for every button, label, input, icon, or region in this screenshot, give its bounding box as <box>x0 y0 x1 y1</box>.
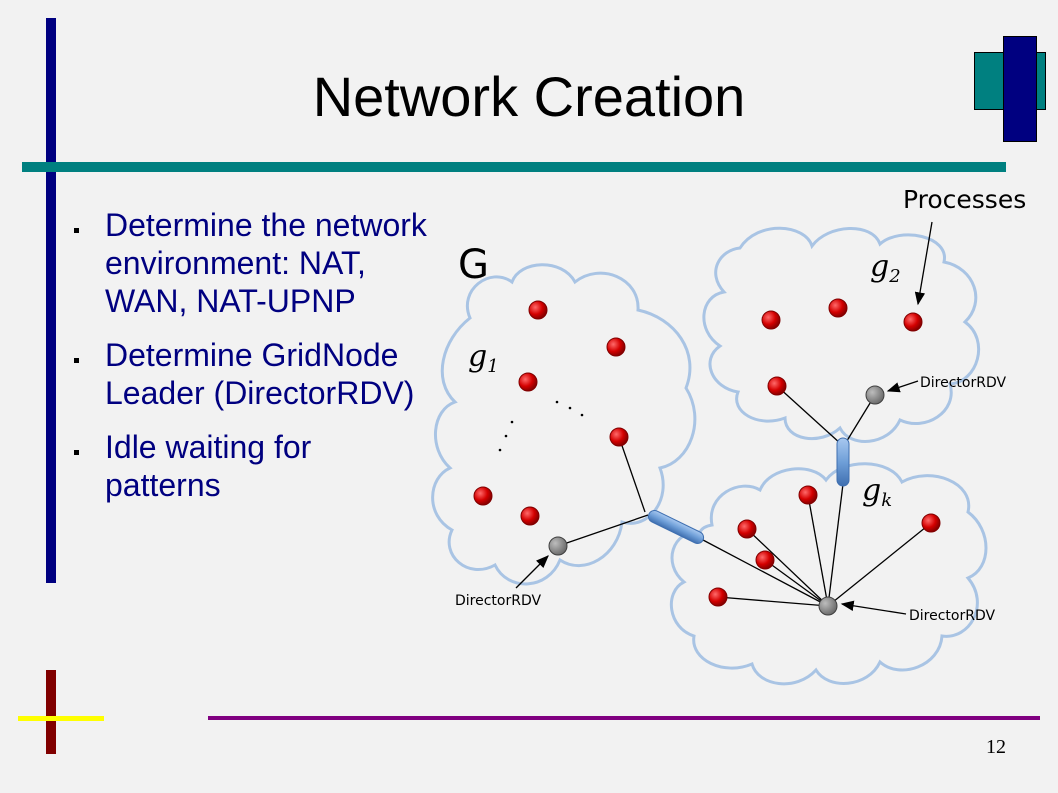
process-node <box>761 310 781 330</box>
process-node <box>520 506 540 526</box>
process-node <box>518 372 538 392</box>
director-arrow-g2 <box>886 380 919 393</box>
left-accent-bar <box>46 18 56 583</box>
bullet-square-icon <box>74 358 79 363</box>
process-node <box>606 337 626 357</box>
slide-title: Network Creation <box>312 65 746 128</box>
edge <box>618 436 646 513</box>
process-node <box>903 312 923 332</box>
bullet-square-icon <box>74 450 79 455</box>
processes-arrow <box>914 221 933 306</box>
process-node <box>737 519 757 539</box>
page-number: 12 <box>986 736 1006 758</box>
graph-label: G <box>458 242 489 288</box>
director-node-gk <box>818 596 838 616</box>
ellipsis-dots <box>498 400 584 452</box>
director-label-g1: DirectorRDV <box>455 593 542 609</box>
bullet-list: Determine the network environment: NAT, … <box>72 206 432 520</box>
network-diagram: G Processes g1 g2 gk DirectorRDV Directo… <box>431 185 1026 686</box>
cloud-g2 <box>702 226 981 443</box>
edge <box>702 539 829 607</box>
director-arrow-g1 <box>515 555 549 589</box>
process-node <box>528 300 548 320</box>
processes-label: Processes <box>903 185 1026 214</box>
bullet-item: Determine GridNode Leader (DirectorRDV) <box>72 336 432 412</box>
edge <box>717 596 829 607</box>
edge <box>827 522 932 607</box>
group-label-g2: g2 <box>870 249 901 287</box>
link-g2-gk <box>836 437 850 487</box>
bullet-text: Determine GridNode Leader (DirectorRDV) <box>105 337 415 411</box>
bottom-left-yellow-bar <box>18 716 104 721</box>
link-g1-gk <box>647 509 705 545</box>
edge <box>764 559 829 607</box>
bullet-item: Determine the network environment: NAT, … <box>72 206 432 320</box>
group-label-gk: gk <box>862 473 892 511</box>
edge <box>827 483 844 607</box>
bullet-item: Idle waiting for patterns <box>72 428 432 504</box>
edge <box>844 394 876 445</box>
cloud-gk <box>669 462 988 686</box>
process-node <box>708 587 728 607</box>
bullet-square-icon <box>74 228 79 233</box>
director-node-g1 <box>548 536 568 556</box>
title-underline-bar <box>22 162 1006 172</box>
process-node <box>609 427 629 447</box>
process-node <box>767 376 787 396</box>
edge <box>807 494 829 607</box>
bottom-purple-bar <box>208 716 1040 720</box>
director-node-g2 <box>865 385 885 405</box>
process-node <box>828 298 848 318</box>
process-node <box>798 485 818 505</box>
corner-navy-block <box>1003 36 1037 142</box>
bottom-left-red-bar <box>46 670 56 754</box>
edge <box>746 528 829 607</box>
process-node <box>921 513 941 533</box>
director-label-g2: DirectorRDV <box>920 375 1007 391</box>
bullet-text: Idle waiting for patterns <box>105 429 312 503</box>
edge <box>776 385 842 445</box>
process-node <box>755 550 775 570</box>
bullet-text: Determine the network environment: NAT, … <box>105 207 427 319</box>
cloud-g1 <box>431 263 697 586</box>
group-label-g1: g1 <box>468 339 499 377</box>
director-label-gk: DirectorRDV <box>909 608 996 624</box>
edge <box>557 514 649 547</box>
process-node <box>473 486 493 506</box>
director-arrow-gk <box>840 600 907 615</box>
